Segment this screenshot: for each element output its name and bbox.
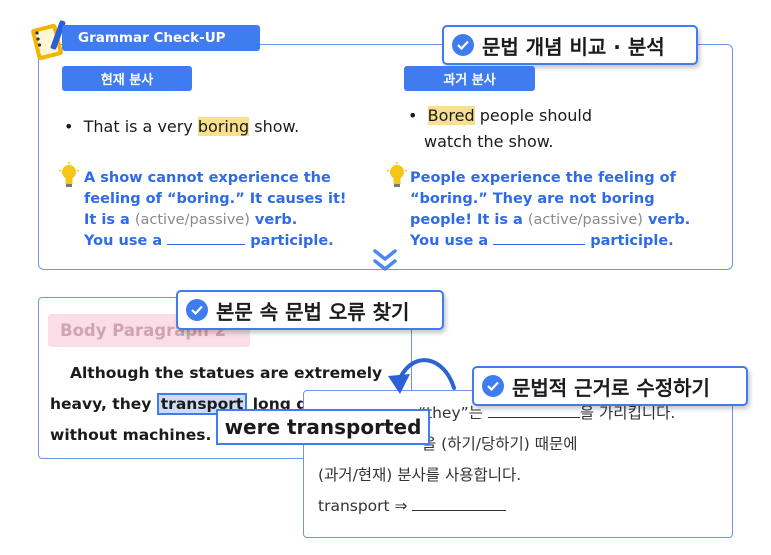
concept-compare-badge: 문법 개념 비교 · 분석: [442, 25, 698, 65]
answer-blank[interactable]: [167, 244, 246, 245]
check-circle-icon: [482, 375, 504, 397]
present-example: • That is a very boring show.: [64, 117, 300, 136]
double-chevron-down-icon: [373, 249, 397, 271]
check-circle-icon: [186, 299, 208, 321]
lightbulb-icon: [58, 162, 80, 187]
find-errors-badge: 본문 속 문법 오류 찾기: [176, 290, 444, 330]
notebook-pencil-icon: [31, 20, 66, 61]
answer-blank[interactable]: [412, 510, 507, 511]
past-example: • Bored people should watch the show.: [408, 106, 593, 151]
past-participle-tag: 과거 분사: [404, 66, 535, 91]
past-hint: People experience the feeling of “boring…: [410, 170, 691, 249]
body-paragraph-label: Body Paragraph 2: [48, 314, 250, 347]
fix-by-grammar-badge: 문법적 근거로 수정하기: [472, 366, 748, 406]
badge-label: 문법적 근거로 수정하기: [512, 375, 710, 400]
lightbulb-icon: [386, 162, 408, 187]
badge-label: 문법 개념 비교 · 분석: [482, 34, 665, 59]
curved-arrow-icon: [388, 358, 456, 394]
correction-answer: were transported: [216, 409, 430, 445]
correction-text: “they”는 을 가리킵니다. 을 (하기/당하기) 때문에 (과거/현재) …: [318, 404, 676, 515]
present-hint: A show cannot experience the feeling of …: [84, 170, 347, 249]
check-circle-icon: [452, 34, 474, 56]
answer-blank[interactable]: [493, 244, 586, 245]
section-title: Grammar Check-UP: [62, 25, 260, 51]
present-participle-tag: 현재 분사: [62, 66, 192, 91]
badge-label: 본문 속 문법 오류 찾기: [216, 299, 410, 324]
